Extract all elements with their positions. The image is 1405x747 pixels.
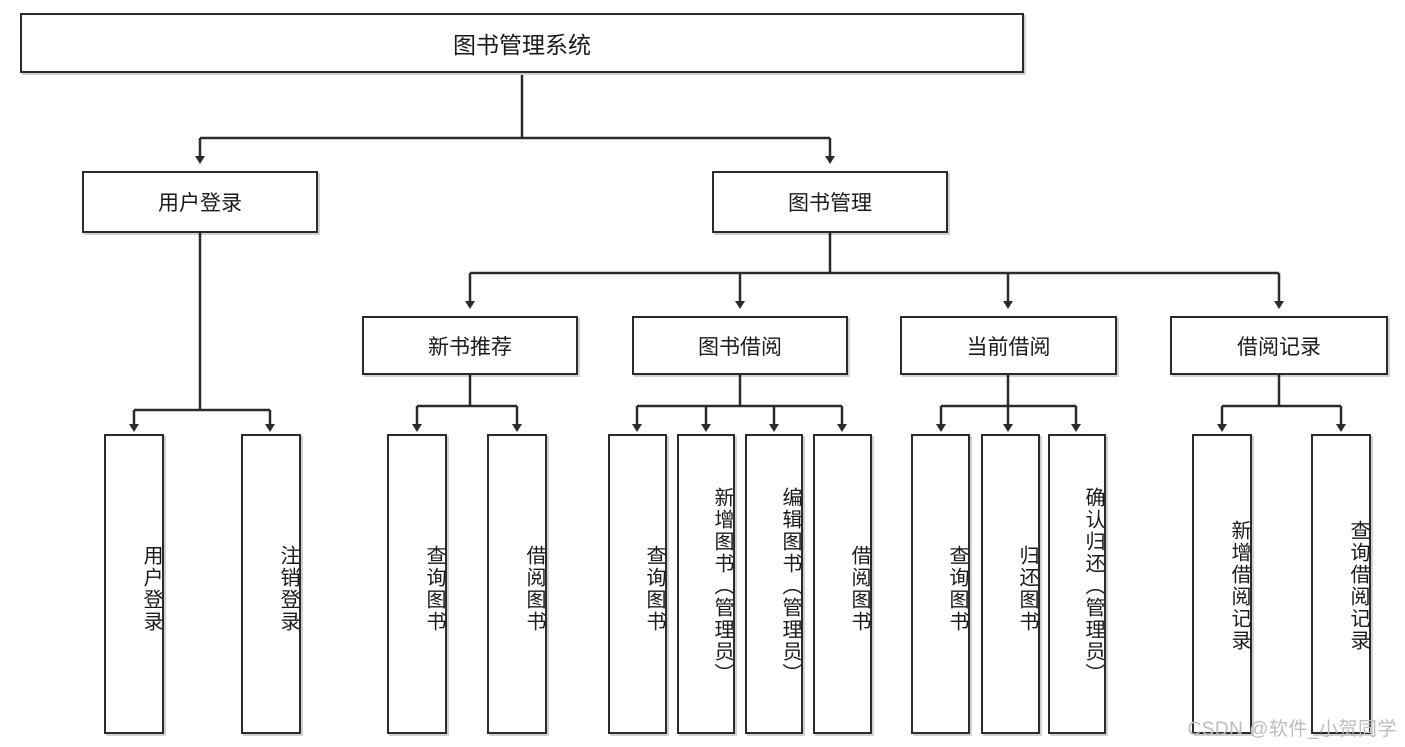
node-current-borrow-label: 当前借阅 (966, 335, 1051, 359)
leaf-current-borrow-query[interactable]: 查询图书 (911, 434, 970, 734)
node-borrow-record-label: 借阅记录 (1237, 335, 1321, 359)
leaf-current-borrow-return[interactable]: 归还图书 (981, 434, 1040, 734)
leaf-borrow-record-add-label: 新增借阅记录 (1228, 520, 1250, 652)
leaf-new-book-borrow-label: 借阅图书 (523, 545, 545, 633)
leaf-book-borrow-edit-label: 编辑图书（管理员） (779, 487, 801, 685)
leaf-book-borrow-add-label: 新增图书（管理员） (711, 487, 733, 685)
leaf-book-borrow-query[interactable]: 查询图书 (608, 434, 667, 734)
leaf-borrow-record-query[interactable]: 查询借阅记录 (1311, 434, 1371, 734)
watermark: CSDN @软件_小贺同学 (1187, 719, 1397, 740)
leaf-book-borrow-edit[interactable]: 编辑图书（管理员） (745, 434, 803, 734)
node-root-label: 图书管理系统 (453, 32, 591, 58)
leaf-borrow-record-query-label: 查询借阅记录 (1347, 520, 1369, 652)
leaf-borrow-record-add[interactable]: 新增借阅记录 (1192, 434, 1252, 734)
leaf-new-book-query[interactable]: 查询图书 (387, 434, 447, 734)
leaf-new-book-query-label: 查询图书 (423, 545, 445, 633)
leaf-user-login-logout-label: 注销登录 (277, 545, 299, 633)
node-book-management[interactable]: 图书管理 (712, 171, 948, 233)
leaf-user-login-login[interactable]: 用户登录 (104, 434, 164, 734)
node-user-login-label: 用户登录 (158, 192, 242, 215)
leaf-book-borrow-query-label: 查询图书 (643, 545, 665, 633)
node-book-borrow-label: 图书借阅 (698, 335, 782, 359)
node-root[interactable]: 图书管理系统 (20, 13, 1024, 73)
leaf-new-book-borrow[interactable]: 借阅图书 (487, 434, 547, 734)
node-user-login[interactable]: 用户登录 (82, 171, 318, 233)
node-book-borrow[interactable]: 图书借阅 (632, 316, 848, 375)
leaf-current-borrow-confirm-label: 确认归还（管理员） (1082, 487, 1104, 685)
leaf-user-login-logout[interactable]: 注销登录 (241, 434, 301, 734)
leaf-book-borrow-borrow-label: 借阅图书 (848, 545, 870, 633)
leaf-book-borrow-borrow[interactable]: 借阅图书 (813, 434, 872, 734)
leaf-current-borrow-query-label: 查询图书 (946, 545, 968, 633)
node-new-book-recommend-label: 新书推荐 (428, 335, 512, 359)
leaf-current-borrow-confirm[interactable]: 确认归还（管理员） (1048, 434, 1106, 734)
node-borrow-record[interactable]: 借阅记录 (1170, 316, 1388, 375)
leaf-book-borrow-add[interactable]: 新增图书（管理员） (677, 434, 735, 734)
node-new-book-recommend[interactable]: 新书推荐 (362, 316, 578, 375)
node-current-borrow[interactable]: 当前借阅 (900, 316, 1117, 375)
leaf-current-borrow-return-label: 归还图书 (1016, 545, 1038, 633)
node-book-management-label: 图书管理 (788, 192, 872, 215)
leaf-user-login-login-label: 用户登录 (140, 545, 162, 633)
